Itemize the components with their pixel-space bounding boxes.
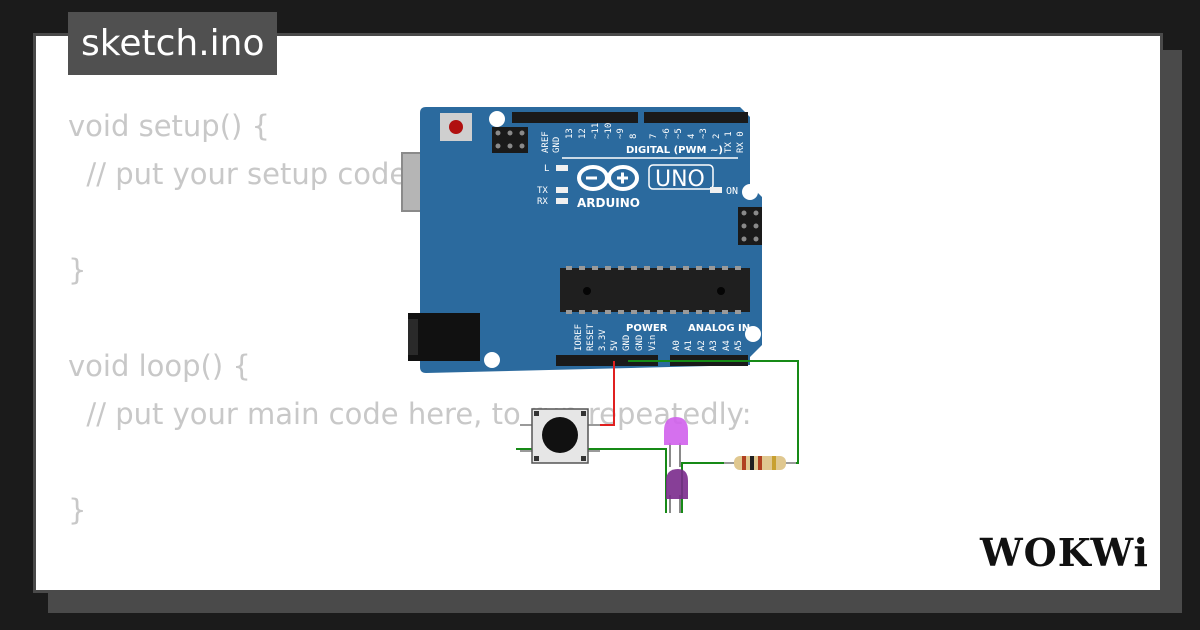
pin-label: RX 0 [736,131,746,153]
analog-label: ANALOG IN [688,323,750,334]
uno-badge [648,164,714,190]
pin-label: ~5 [674,128,684,139]
pin-label: 12 [578,128,588,139]
resistor [724,456,796,470]
power-header [556,355,658,366]
wokwi-logo-text: WOKWi [979,530,1148,575]
wire-gnd [628,360,799,464]
pin-label: 2 [712,134,722,139]
led-top [664,417,688,467]
pin-label: Vin [648,335,658,351]
pin-label: 8 [629,134,639,139]
mount-hole [742,184,758,200]
pin-label: A3 [709,340,719,351]
pin-label: A2 [697,340,707,351]
mount-hole [745,326,761,342]
circuit-diagram: AREF GND 13 12 ~11 ~10 ~9 8 7 ~6 ~5 4 ~3… [401,107,799,513]
pin-label: 13 [565,128,575,139]
rx-led-label: RX [537,197,548,207]
pin-label: AREF [541,131,551,153]
pin-label: IOREF [574,324,584,351]
pin-label: 5V [610,340,620,351]
wire-5v [590,361,615,426]
on-led-label: ON [726,186,738,197]
pin-label: ~3 [699,128,709,139]
push-button [520,408,600,464]
code-line: void loop() { [68,349,251,383]
pin-label: ~10 [604,123,614,139]
pin-label: A0 [672,340,682,351]
arduino-logo [577,165,639,191]
pin-label: 7 [649,134,659,139]
power-jack [408,313,480,361]
pin-label: ~11 [591,123,601,139]
digital-header [512,112,638,123]
l-led-label: L [544,164,549,174]
board-name: UNO [655,167,705,192]
code-line: } [68,253,87,287]
pin-label: GND [635,335,645,351]
reset-button-cap [449,120,463,134]
code-line: void setup() { [68,109,270,143]
power-label: POWER [626,323,668,334]
board-brand: ARDUINO [577,196,640,210]
digital-header [644,112,748,123]
pin-label: A4 [722,340,732,351]
tx-led-label: TX [537,186,548,196]
code-line: } [68,493,87,527]
mount-hole [484,352,500,368]
sketch-title: sketch.ino [68,12,278,75]
pin-label: GND [622,335,632,351]
pin-label: ~9 [616,128,626,139]
pin-label: TX 1 [724,131,734,153]
pin-label: 3.3V [598,329,608,351]
led-bottom [666,469,688,513]
pin-label: 4 [687,134,697,139]
pin-label: RESET [586,323,596,351]
pin-label: ~6 [662,128,672,139]
mount-hole [489,111,505,127]
wire-resistor [681,462,734,513]
wokwi-logo: WOKWi [979,530,1148,575]
pin-label: A1 [684,340,694,351]
digital-label: DIGITAL (PWM ~) [626,145,723,156]
pin-label: A5 [734,340,744,351]
pin-label: GND [552,137,562,153]
